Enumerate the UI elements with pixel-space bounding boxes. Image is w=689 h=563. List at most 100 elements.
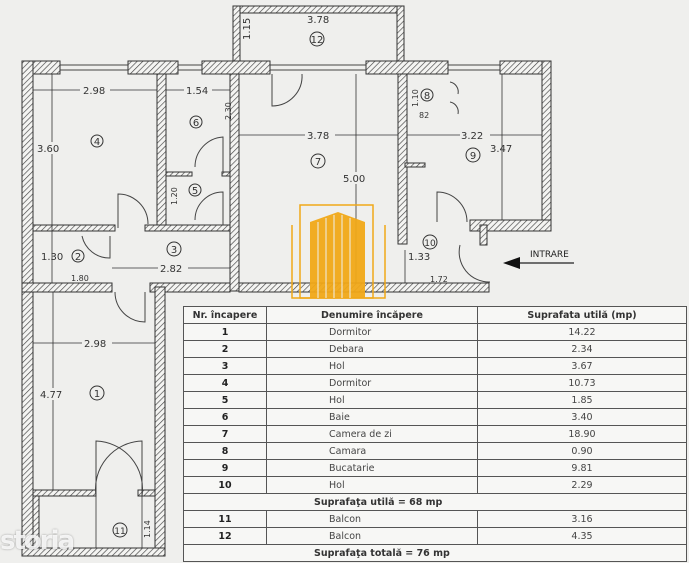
dim-label: 1.72 [430, 275, 448, 284]
dim-label: 3.78 [307, 15, 329, 26]
room-number: 7 [183, 425, 267, 443]
dim-label: 1.10 [411, 89, 420, 107]
room-area: 2.29 [477, 476, 687, 494]
column-header-name: Denumire încăpere [266, 306, 478, 324]
agency-logo [291, 204, 386, 299]
room-name: Camera de zi [266, 425, 478, 443]
dimension-labels: 3.78 1.15 2.98 3.60 1.54 2.30 1.20 3.78 … [36, 15, 512, 538]
room-number: 11 [183, 510, 267, 528]
room-number: 2 [183, 340, 267, 358]
room-number: 12 [183, 527, 267, 545]
dim-label: 2.98 [84, 339, 106, 350]
column-header-area: Suprafata utilă (mp) [477, 306, 687, 324]
dim-label: 2.82 [160, 264, 182, 275]
room-area: 3.16 [477, 510, 687, 528]
room-number: 10 [183, 476, 267, 494]
room-area-table: Nr. încapere Denumire încăpere Suprafata… [183, 306, 687, 562]
room-number-5: 5 [192, 186, 198, 197]
total-text: Suprafaţa totală = 76 mp [183, 544, 687, 562]
dim-label: 3.22 [461, 131, 483, 142]
room-markers [71, 31, 481, 538]
room-name: Dormitor [266, 374, 478, 392]
entrance-label: INTRARE [530, 250, 569, 260]
room-name: Hol [266, 391, 478, 409]
room-number-10: 10 [424, 239, 436, 249]
column-header-number: Nr. încapere [183, 306, 267, 324]
dim-label: 5.00 [343, 174, 365, 185]
doors [81, 73, 491, 497]
room-name: Balcon [266, 510, 478, 528]
room-number-12: 12 [311, 35, 324, 46]
dim-label: 3.78 [307, 131, 329, 142]
room-area: 3.40 [477, 408, 687, 426]
room-number-7: 7 [315, 157, 321, 168]
table-header-row: Nr. încapere Denumire încăpere Suprafata… [183, 306, 687, 324]
room-area: 0.90 [477, 442, 687, 460]
room-number-1: 1 [94, 389, 100, 400]
room-number-4: 4 [94, 137, 100, 148]
subtotal-row: Suprafaţa utilă = 68 mp [183, 493, 687, 511]
walls [21, 5, 552, 557]
dim-label: 82 [419, 111, 429, 120]
room-name: Balcon [266, 527, 478, 545]
dim-label: 1.15 [242, 18, 253, 40]
room-area: 18.90 [477, 425, 687, 443]
room-number: 9 [183, 459, 267, 477]
room-number-6: 6 [193, 118, 199, 129]
dim-label: 2.98 [83, 86, 105, 97]
dim-label: 3.47 [490, 144, 512, 155]
room-area: 3.67 [477, 357, 687, 375]
room-area: 10.73 [477, 374, 687, 392]
room-area: 2.34 [477, 340, 687, 358]
room-number: 3 [183, 357, 267, 375]
room-number: 6 [183, 408, 267, 426]
room-name: Bucatarie [266, 459, 478, 477]
room-number-8: 8 [424, 91, 430, 102]
room-number: 8 [183, 442, 267, 460]
room-number-3: 3 [171, 245, 177, 256]
room-name: Camara [266, 442, 478, 460]
room-name: Dormitor [266, 323, 478, 341]
subtotal-text: Suprafaţa utilă = 68 mp [183, 493, 687, 511]
room-name: Baie [266, 408, 478, 426]
dim-label: 1.54 [186, 86, 208, 97]
room-area: 4.35 [477, 527, 687, 545]
room-number: 1 [183, 323, 267, 341]
room-number-9: 9 [470, 151, 476, 162]
dim-label: 2.30 [224, 102, 233, 120]
dim-label: 1.80 [71, 274, 89, 283]
storia-watermark: storia [0, 526, 75, 556]
dim-label: 1.30 [41, 252, 63, 263]
room-name: Hol [266, 357, 478, 375]
entrance-arrow-icon [503, 257, 574, 269]
dim-label: 1.33 [408, 252, 430, 263]
room-number: 5 [183, 391, 267, 409]
room-number: 4 [183, 374, 267, 392]
room-name: Debara [266, 340, 478, 358]
dim-label: 1.14 [143, 520, 152, 538]
windows [60, 64, 500, 71]
total-row: Suprafaţa totală = 76 mp [183, 544, 687, 562]
room-area: 14.22 [477, 323, 687, 341]
room-number-2: 2 [75, 252, 81, 263]
room-area: 1.85 [477, 391, 687, 409]
room-area: 9.81 [477, 459, 687, 477]
dim-label: 1.20 [170, 187, 179, 205]
dim-label: 3.60 [37, 144, 59, 155]
room-number-11: 11 [114, 527, 125, 537]
dim-label: 4.77 [40, 390, 62, 401]
